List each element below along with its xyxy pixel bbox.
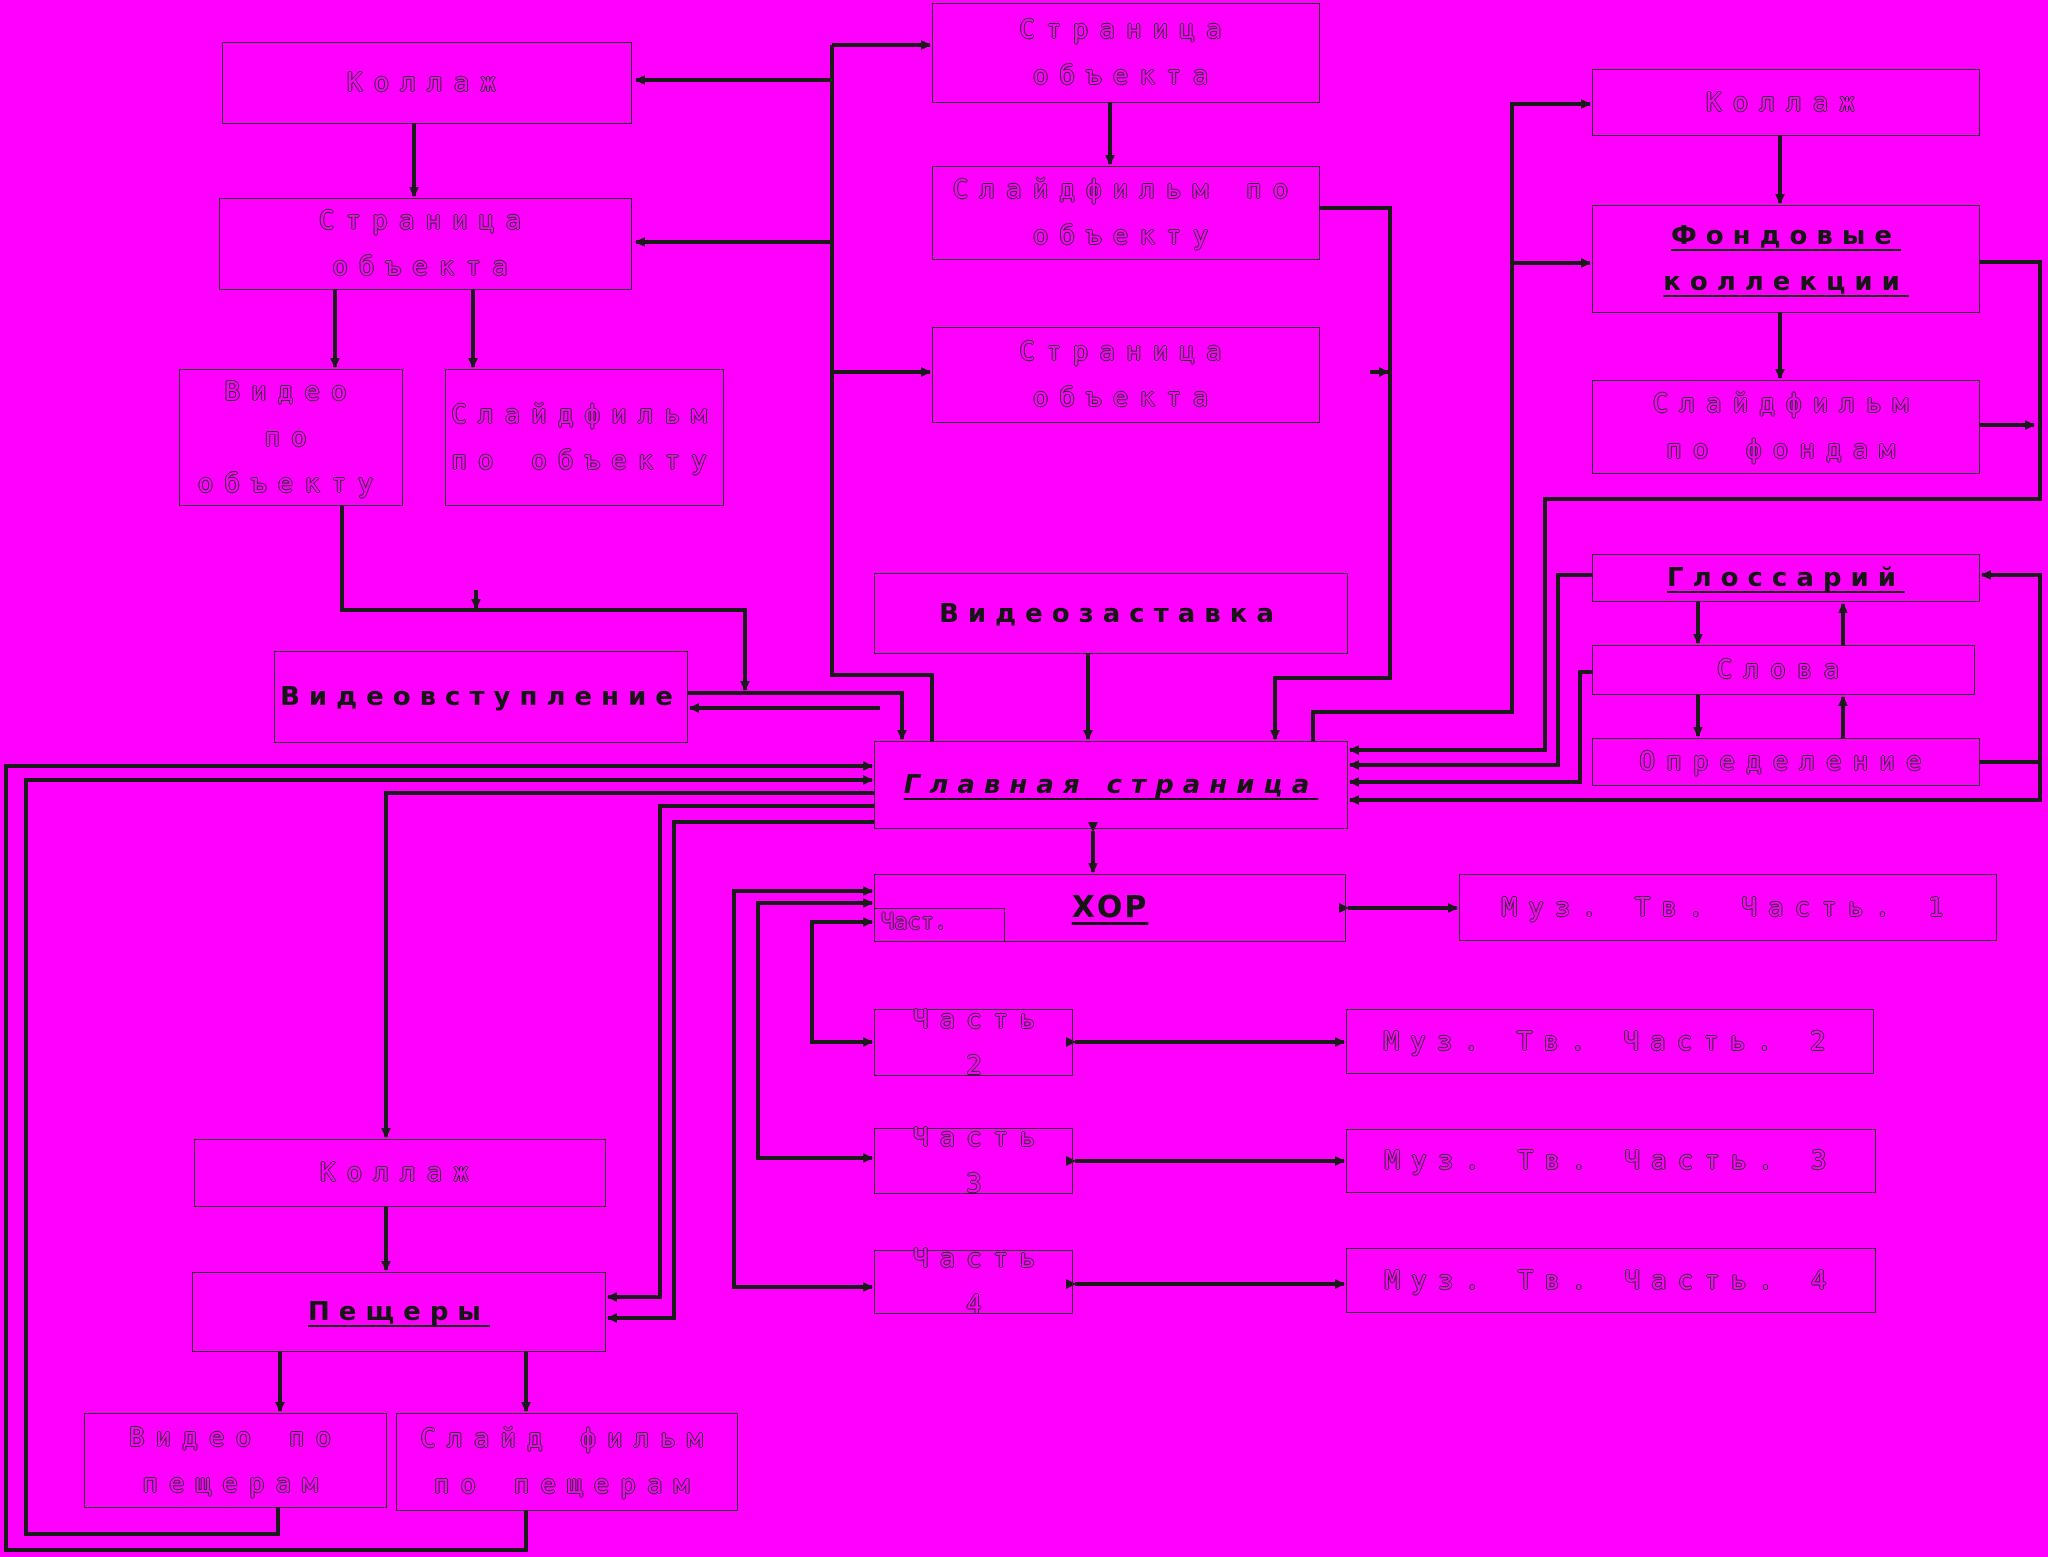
- node-label: Страница объекта: [1019, 337, 1233, 413]
- node-label: Глоссарий: [1667, 563, 1905, 593]
- node-slaid-peshchery: Слайд фильм по пещерам: [396, 1413, 738, 1511]
- node-label: Страница объекта: [1019, 15, 1233, 91]
- node-label: Слайдфильм по фондам: [1652, 389, 1920, 465]
- node-glavnaya-stranitsa: Главная страница: [874, 741, 1348, 829]
- wire-glavnaya-to-kollazh-bottom: [381, 791, 874, 1138]
- node-label: Видеовступление: [280, 682, 682, 712]
- node-chast-2: Часть 2: [874, 1005, 1073, 1081]
- node-label: Определение: [1639, 747, 1933, 777]
- node-stranitsa-top: Страница объекта: [932, 3, 1320, 103]
- wire-bus-vertical-left: [830, 45, 934, 741]
- node-label: Слайдфильм по объекту: [952, 175, 1300, 251]
- node-label: Коллаж: [347, 68, 507, 98]
- node-slaidfilm-left: Слайдфильм по объекту: [445, 369, 724, 506]
- wire-glavnaya-to-peshchery-a: [607, 804, 874, 1302]
- wire-opredelenie-to-glossariy: [1981, 570, 2042, 762]
- node-opredelenie: Определение: [1592, 738, 1980, 786]
- wire-glossariy-to-glavnaya: [1349, 573, 1592, 770]
- wire-slova-to-glavnaya: [1349, 670, 1592, 787]
- node-label: Видео по пещерам: [128, 1422, 343, 1499]
- wire-videovstuplenie-to-glavnaya: [688, 691, 907, 740]
- node-label: Часть 3: [912, 1123, 1047, 1199]
- node-stranitsa-center: Страница объекта: [932, 327, 1320, 423]
- wire-chast2-to-khor: [810, 917, 873, 1044]
- node-label: Пещеры: [308, 1297, 490, 1327]
- wire-glavnaya-to-kollazh-right: [1311, 99, 1591, 741]
- wire-fondovye-to-glavnaya: [1349, 260, 2042, 755]
- node-label: Слова: [1716, 655, 1851, 685]
- node-muz-4: Муз. Тв. Часть. 4: [1346, 1248, 1876, 1313]
- node-label: Коллаж: [1706, 87, 1866, 118]
- node-muz-2: Муз. Тв. Часть. 2: [1346, 1009, 1874, 1074]
- node-label: Слайдфильм по объекту: [451, 399, 718, 476]
- node-label: Видео по объекту: [197, 376, 385, 499]
- wire-chast3-to-khor: [756, 898, 873, 1160]
- node-muz-3: Муз. Тв. Часть. 3: [1346, 1129, 1876, 1193]
- node-kollazh-left: Коллаж: [222, 42, 632, 124]
- node-kollazh-bottom: Коллаж: [194, 1139, 606, 1207]
- node-fondovye-kollektsii: Фондовые коллекции: [1592, 205, 1980, 313]
- node-label: Муз. Тв. Часть. 3: [1384, 1146, 1838, 1176]
- node-video-peshchery: Видео по пещерам: [84, 1413, 387, 1508]
- node-videozastavka: Видеозаставка: [874, 573, 1348, 654]
- node-video-po-obektu: Видео по объекту: [179, 369, 403, 506]
- node-chast-3: Часть 3: [874, 1123, 1073, 1199]
- node-label: Видеозаставка: [939, 598, 1283, 629]
- node-label: Слайд фильм по пещерам: [420, 1424, 714, 1500]
- node-muz-1: Муз. Тв. Часть. 1: [1459, 874, 1997, 941]
- node-khor: ХОР: [874, 874, 1346, 942]
- node-chast-4: Часть 4: [874, 1244, 1073, 1320]
- wire-slaidfilm-center-to-glavnaya: [1270, 206, 1392, 740]
- wire-video-peshchery-to-glavnaya: [24, 775, 873, 1536]
- wire-slaid-peshchery-to-glavnaya: [4, 761, 873, 1552]
- node-label: Фондовые коллекции: [1663, 221, 1909, 297]
- node-peshchery: Пещеры: [192, 1272, 606, 1352]
- node-label: ХОР: [1071, 890, 1149, 925]
- node-label: Муз. Тв. Часть. 4: [1384, 1265, 1838, 1296]
- node-slaidfilm-center: Слайдфильм по объекту: [932, 166, 1320, 260]
- wire-video-to-videovstuplenie: [340, 506, 750, 691]
- node-glossariy: Глоссарий: [1592, 554, 1980, 602]
- wire-glavnaya-to-peshchery-b: [607, 820, 874, 1323]
- node-label: Часть 2: [912, 1004, 1047, 1081]
- node-label: Страница объекта: [318, 206, 533, 282]
- node-videovstuplenie: Видеовступление: [274, 651, 688, 743]
- node-label: Муз. Тв. Часть. 2: [1383, 1026, 1837, 1057]
- node-slova: Слова: [1592, 645, 1975, 695]
- wire-opredelenie-to-glavnaya: [1349, 760, 2042, 805]
- wire-chast4-to-khor: [732, 886, 873, 1289]
- node-label: Главная страница: [903, 770, 1319, 800]
- node-slaidfilm-fondy: Слайдфильм по фондам: [1592, 380, 1980, 474]
- node-label: Коллаж: [320, 1158, 480, 1188]
- node-label: Муз. Тв. Часть. 1: [1501, 892, 1955, 923]
- node-label: Часть 4: [912, 1244, 1047, 1320]
- node-khor-part: Част.: [874, 908, 1005, 942]
- node-stranitsa-left: Страница объекта: [219, 198, 632, 290]
- node-kollazh-right: Коллаж: [1592, 69, 1980, 136]
- node-label: Част.: [881, 910, 948, 935]
